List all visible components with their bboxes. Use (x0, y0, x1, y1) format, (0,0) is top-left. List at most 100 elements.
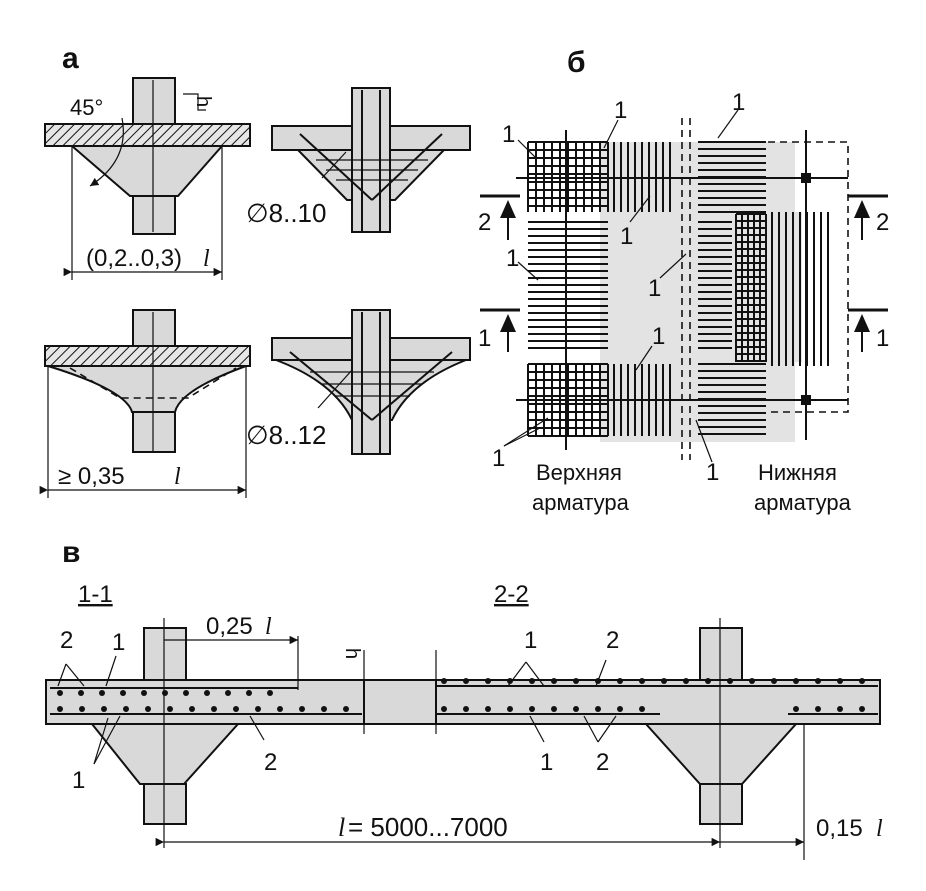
rebar-dot (595, 678, 601, 684)
rebar-dot (727, 678, 733, 684)
section-2-left: 2 (478, 209, 491, 236)
plan-mark-1c: 1 (732, 89, 745, 116)
width-top-label: (0,2..0,3) (86, 245, 182, 272)
v-mark-2d: 2 (596, 749, 609, 776)
rebar-dot (529, 706, 535, 712)
rebar-dot (343, 706, 349, 712)
plan-mark-1g: 1 (652, 323, 665, 350)
span-symbol: l (338, 813, 345, 842)
capital-top-left (44, 77, 251, 280)
h-mark-a: h (192, 96, 214, 107)
v-mark-1a: 1 (112, 629, 125, 656)
section-1-left: 1 (478, 325, 491, 352)
rebar-dot (183, 690, 189, 696)
rebar-dot (167, 706, 173, 712)
rebar-dot (793, 678, 799, 684)
rebar-dot (815, 706, 821, 712)
lower-caption-1: Нижняя (758, 460, 837, 485)
v-mark-1c: 1 (524, 627, 537, 654)
section-elevation (45, 618, 881, 860)
rebar-dot (246, 690, 252, 696)
rebar-dot (683, 678, 689, 684)
plan-mark-1a: 1 (502, 121, 515, 148)
v-mark-2c: 2 (606, 627, 619, 654)
dim-015-symbol: l (876, 816, 883, 842)
plan-mark-1d: 1 (620, 223, 633, 250)
angle-label: 45° (70, 95, 103, 120)
dia-top-label: ∅8..10 (246, 198, 326, 228)
section-2-right: 2 (876, 209, 889, 236)
rebar-dot (255, 706, 261, 712)
width-bottom-label: ≥ 0,35 (58, 463, 125, 490)
panel-a-label: а (62, 42, 79, 75)
rebar-dot (204, 690, 210, 696)
plan-mark-1b: 1 (614, 97, 627, 124)
rebar-dot (99, 690, 105, 696)
rebar-dot (211, 706, 217, 712)
rebar-dot (859, 706, 865, 712)
rebar-dot (529, 678, 535, 684)
plan-mark-1e: 1 (506, 245, 519, 272)
rebar-dot (661, 678, 667, 684)
span-value: = 5000...7000 (348, 812, 508, 842)
rebar-dot (551, 678, 557, 684)
rebar-dot (441, 706, 447, 712)
rebar-dot (101, 706, 107, 712)
rebar-dot (123, 706, 129, 712)
v-mark-1b: 1 (72, 767, 85, 794)
rebar-dot (551, 706, 557, 712)
rebar-dot (463, 678, 469, 684)
rebar-dot (78, 690, 84, 696)
rebar-dot (299, 706, 305, 712)
rebar-dot (837, 706, 843, 712)
capital-top-right-rebar (271, 87, 471, 233)
dim-015-value: 0,15 (816, 815, 863, 842)
panel-b-label: б (567, 46, 586, 79)
rebar-dot (277, 706, 283, 712)
rebar-dot (441, 678, 447, 684)
rebar-dot (79, 706, 85, 712)
plan-mark-1f: 1 (648, 275, 661, 302)
v-mark-2a: 2 (60, 627, 73, 654)
rebar-dot (233, 706, 239, 712)
rebar-dot (120, 690, 126, 696)
rebar-dot (573, 678, 579, 684)
rebar-dot (485, 678, 491, 684)
rebar-dot (57, 690, 63, 696)
rebar-dot (507, 678, 513, 684)
section-1-1-label: 1-1 (78, 581, 113, 608)
rebar-dot (639, 678, 645, 684)
rebar-dot (145, 706, 151, 712)
capital-bottom-left (39, 309, 251, 498)
span-symbol-a2: l (174, 464, 181, 490)
v-mark-1d: 1 (540, 749, 553, 776)
rebar-dot (141, 690, 147, 696)
rebar-dot (267, 690, 273, 696)
dim-025-value: 0,25 (206, 613, 253, 640)
rebar-dot (507, 706, 513, 712)
lower-caption-2: арматура (754, 490, 852, 515)
rebar-dots (57, 678, 865, 712)
upper-caption-2: арматура (532, 490, 630, 515)
dim-025-symbol: l (265, 614, 272, 640)
rebar-dot (573, 706, 579, 712)
upper-caption-1: Верхняя (536, 460, 622, 485)
rebar-dot (771, 678, 777, 684)
rebar-dot (859, 678, 865, 684)
rebar-dot (617, 678, 623, 684)
rebar-dot (793, 706, 799, 712)
rebar-dot (815, 678, 821, 684)
plan-mark-1i: 1 (706, 459, 719, 486)
rebar-dot (463, 706, 469, 712)
rebar-dot (162, 690, 168, 696)
section-1-right: 1 (876, 325, 889, 352)
rebar-dot (705, 678, 711, 684)
section-2-2-label: 2-2 (494, 581, 529, 608)
rebar-dot (617, 706, 623, 712)
span-symbol-a1: l (203, 246, 210, 272)
rebar-dot (837, 678, 843, 684)
rebar-dot (639, 706, 645, 712)
plan-rebar-lines (527, 141, 829, 437)
rebar-dot (225, 690, 231, 696)
